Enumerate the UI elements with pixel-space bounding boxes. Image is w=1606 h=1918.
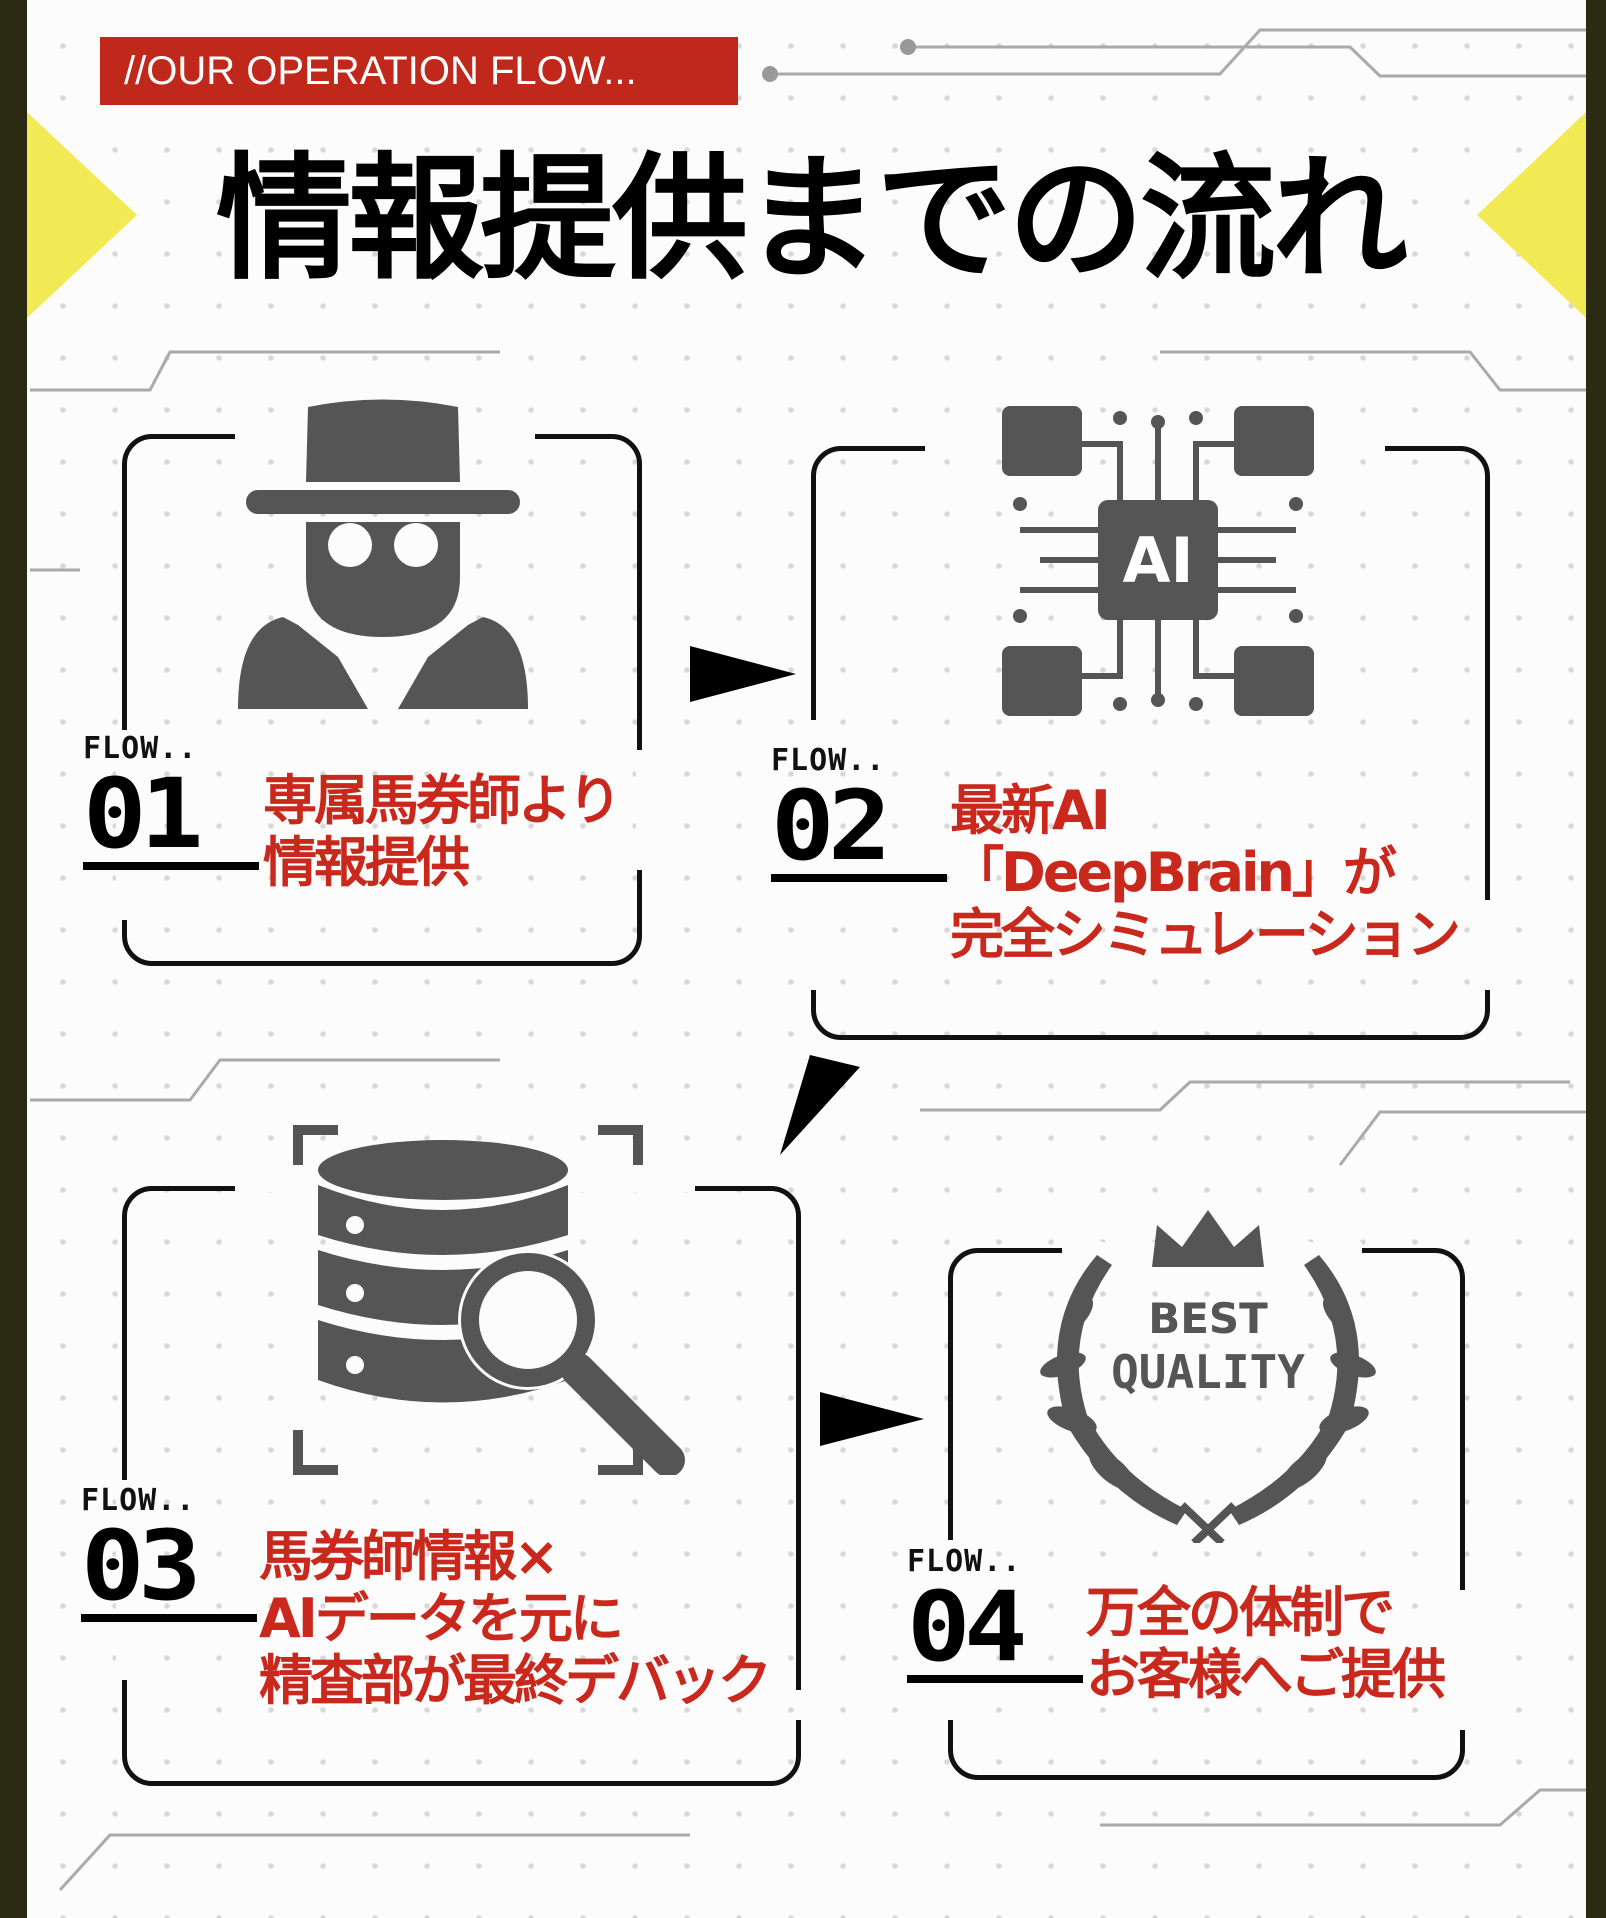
best-quality-badge-icon: BEST QUALITY [1040, 1210, 1376, 1543]
badge-text-best: BEST [1148, 1294, 1268, 1343]
flow-label: FLOW.. [907, 1544, 1022, 1579]
arrow-right-icon [690, 646, 796, 702]
frame-gap [116, 730, 128, 920]
description-line: 精査部が最終デバック [259, 1649, 772, 1712]
step-number: 01 [83, 766, 259, 870]
flow-label: FLOW.. [771, 743, 886, 778]
yellow-triangle-right [1477, 112, 1586, 318]
step-number: 02 [771, 778, 947, 882]
frame-gap [1459, 1590, 1471, 1730]
description-line: 情報提供 [263, 831, 470, 894]
step-4-label: FLOW.. 04 [907, 1544, 1083, 1683]
description-line: 馬券師情報× [259, 1525, 559, 1588]
description-line: お客様へご提供 [1086, 1643, 1446, 1706]
description-line: 完全シミュレーション [950, 903, 1461, 966]
badge-text-quality: QUALITY [1111, 1345, 1305, 1399]
frame-gap [116, 1480, 128, 1680]
frame-gap [795, 1690, 807, 1720]
flow-label: FLOW.. [81, 1483, 196, 1518]
arrow-up-right-icon [780, 1055, 860, 1155]
step-4-description: 万全の体制で お客様へご提供 [1086, 1581, 1446, 1706]
flow-label: FLOW.. [83, 731, 198, 766]
arrow-right-icon [820, 1392, 924, 1446]
frame-gap [636, 750, 648, 870]
left-edge [0, 0, 27, 1918]
yellow-triangle-left [27, 112, 137, 318]
frame-gap [1484, 900, 1496, 990]
step-3-label: FLOW.. 03 [81, 1483, 257, 1622]
step-number: 04 [907, 1579, 1083, 1683]
description-line: 専属馬券師より [263, 769, 622, 832]
ai-chip-icon: AI [1002, 406, 1314, 716]
step-number: 03 [81, 1518, 257, 1622]
step-1-description: 専属馬券師より 情報提供 [263, 769, 622, 894]
step-1-label: FLOW.. 01 [83, 731, 259, 870]
step-3-description: 馬券師情報× AIデータを元に 精査部が最終デバック [259, 1525, 772, 1712]
spy-icon [238, 399, 528, 709]
description-line: 万全の体制で [1086, 1581, 1395, 1644]
description-line: 最新AI [950, 779, 1111, 842]
description-line: AIデータを元に [259, 1587, 624, 1650]
step-2-label: FLOW.. 02 [771, 743, 947, 882]
section-label-banner: //OUR OPERATION FLOW... [100, 37, 738, 105]
ai-chip-label: AI [1122, 524, 1193, 597]
description-line: 「DeepBrain」が [950, 841, 1397, 904]
step-2-description: 最新AI 「DeepBrain」が 完全シミュレーション [950, 779, 1461, 966]
page-title: 情報提供までの流れ [216, 141, 1408, 299]
right-edge [1586, 0, 1606, 1918]
frame-gap [805, 720, 817, 990]
database-search-icon [293, 1125, 685, 1475]
